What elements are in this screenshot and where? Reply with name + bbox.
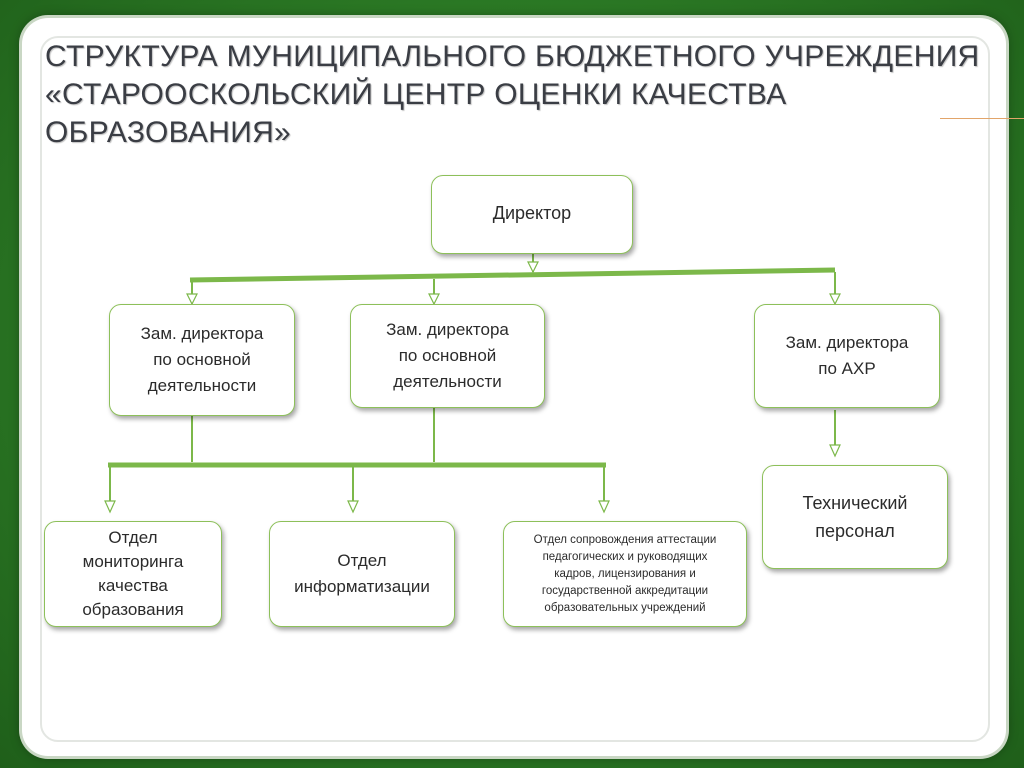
title-rule	[940, 118, 1024, 119]
title-line-2: «СТАРООСКОЛЬСКИЙ ЦЕНТР ОЦЕНКИ КАЧЕСТВА О…	[45, 78, 787, 149]
node-director-label: Директор	[492, 202, 572, 223]
arrowhead-deputy-1	[186, 293, 198, 306]
node-technical-staff: Технический персонал	[762, 465, 948, 569]
node-deputy-main-1-label: Зам. директора по основной деятельности	[140, 324, 264, 395]
node-deputy-main-1: Зам. директора по основной деятельности	[109, 304, 295, 416]
arrowhead-director	[527, 261, 539, 274]
node-dept-informatization: Отдел информатизации	[269, 521, 455, 627]
node-dept-monitoring-label: Отдел мониторинга качества образования	[82, 528, 184, 619]
node-deputy-ahr-label: Зам. директора по АХР	[785, 333, 909, 378]
connector-top-bus	[189, 267, 836, 283]
node-director: Директор	[431, 175, 633, 254]
arrowhead-dept-monitoring	[104, 500, 116, 514]
arrowhead-deputy-2	[428, 293, 440, 306]
node-deputy-ahr: Зам. директора по АХР	[754, 304, 940, 408]
node-technical-staff-label: Технический персонал	[802, 493, 908, 541]
node-dept-monitoring: Отдел мониторинга качества образования	[44, 521, 222, 627]
node-dept-attestation-label: Отдел сопровождения аттестации педагогич…	[533, 533, 717, 614]
inner-frame	[40, 36, 990, 742]
arrowhead-dept-informatization	[347, 500, 359, 514]
title-line-1: СТРУКТУРА МУНИЦИПАЛЬНОГО БЮДЖЕТНОГО УЧРЕ…	[45, 40, 980, 73]
node-deputy-main-2: Зам. директора по основной деятельности	[350, 304, 545, 408]
node-dept-attestation: Отдел сопровождения аттестации педагогич…	[503, 521, 747, 627]
arrowhead-tech-staff	[829, 444, 841, 458]
node-deputy-main-2-label: Зам. директора по основной деятельности	[386, 320, 509, 391]
arrowhead-deputy-ahr	[829, 293, 841, 306]
arrowhead-dept-attestation	[598, 500, 610, 514]
node-dept-informatization-label: Отдел информатизации	[294, 551, 430, 596]
slide-title: СТРУКТУРА МУНИЦИПАЛЬНОГО БЮДЖЕТНОГО УЧРЕ…	[45, 38, 1005, 152]
